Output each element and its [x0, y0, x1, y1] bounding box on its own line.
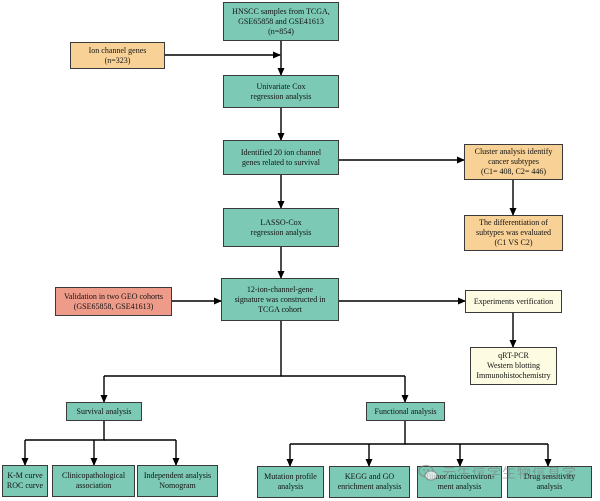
functional-analysis-node: Functional analysis [366, 402, 445, 421]
identified-genes-node: Identified 20 ion channel genes related … [223, 140, 339, 175]
geo-validation-node: Validation in two GEO cohorts (GSE65858,… [55, 287, 172, 316]
experiments-verification-node: Experiments verification [465, 290, 562, 313]
univariate-cox-node: Univariate Cox regression analysis [223, 75, 339, 108]
survival-analysis-node: Survival analysis [66, 402, 142, 421]
mutation-profile-node: Mutation profile analysis [257, 466, 324, 498]
branch-signature-split [104, 321, 282, 377]
ion-channel-genes-node: Ion channel genes (n=323) [70, 42, 165, 69]
independent-nomogram-node: Independent analysis Nomogram [137, 465, 218, 497]
lasso-cox-node: LASSO-Cox regression analysis [223, 208, 339, 247]
signature-node: 12-ion-channel-gene signature was constr… [221, 278, 339, 321]
watermark-text: 云生信学生物信息学 [442, 466, 577, 482]
branch-survival-split [25, 421, 105, 441]
watermark: 云生信学生物信息学 [418, 459, 598, 487]
qrt-pcr-node: qRT-PCR Western blotting Immunohistochem… [470, 347, 557, 385]
wechat-icon [418, 464, 438, 481]
subtype-differentiation-node: The differentiation of subtypes was eval… [464, 215, 563, 251]
branch-functional-split [290, 421, 406, 445]
kegg-go-node: KEGG and GO enrichment analysis [329, 466, 410, 498]
samples-node: HNSCC samples from TCGA, GSE65858 and GS… [223, 2, 339, 41]
cluster-analysis-node: Cluster analysis identify cancer subtype… [464, 144, 563, 180]
clinicopathological-node: Clinicopathological association [52, 465, 135, 497]
km-roc-node: K-M curve ROC curve [2, 465, 48, 497]
drug-sensitivity-node: Drug sensitivity analysis [507, 466, 592, 498]
